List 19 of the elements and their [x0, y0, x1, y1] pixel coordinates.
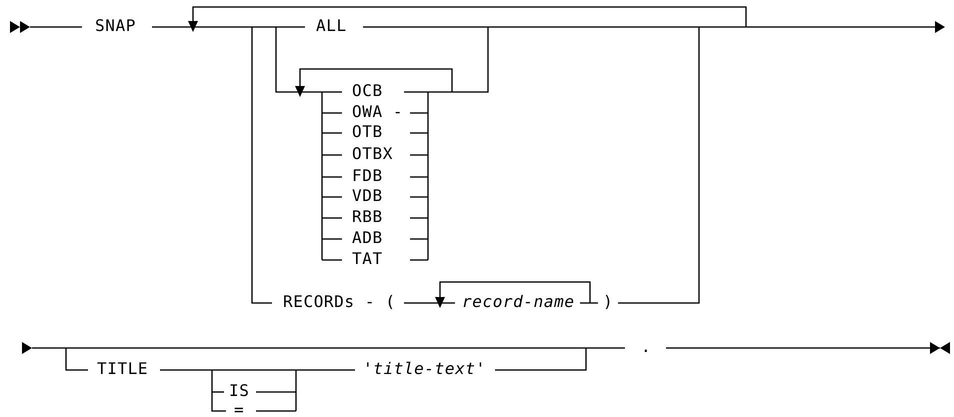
keyword: RBB: [352, 208, 383, 226]
variable-name: record-name: [462, 293, 575, 311]
keyword: OCB: [352, 82, 383, 100]
keyword: OWA -: [352, 103, 404, 121]
keyword: IS: [229, 382, 250, 400]
syntax-symbol: =: [234, 401, 244, 417]
keyword: ADB: [352, 229, 383, 247]
syntax-symbol: .: [641, 338, 652, 356]
syntax-symbol: ): [603, 293, 614, 311]
keyword: OTB: [352, 123, 383, 141]
keyword: SNAP: [95, 17, 136, 35]
keyword: TAT: [352, 250, 383, 268]
keyword: FDB: [352, 167, 383, 185]
keyword: VDB: [352, 187, 383, 205]
keyword: TITLE: [97, 360, 148, 378]
keyword: RECORDs - (: [283, 293, 396, 311]
keyword: ALL: [316, 17, 347, 35]
keyword: OTBX: [352, 145, 393, 163]
variable-name: 'title-text': [363, 360, 486, 378]
